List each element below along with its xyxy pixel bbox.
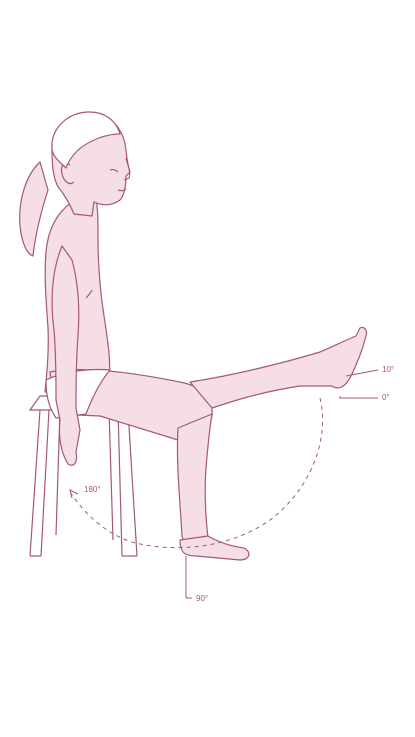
lower-leg-hanging — [176, 413, 213, 551]
seated-girl-figure — [19, 111, 368, 561]
arm — [51, 245, 81, 466]
stool-leg-right — [127, 409, 138, 557]
ten-degree-line — [345, 369, 379, 377]
stool-leg-front-left — [29, 409, 41, 557]
ponytail — [19, 161, 49, 257]
eye — [109, 169, 119, 173]
foot-on-floor — [179, 535, 250, 561]
chest-detail — [85, 289, 93, 299]
mouth — [117, 188, 127, 192]
angle-label-0: 0° — [382, 393, 390, 402]
measurement-lines — [69, 369, 379, 599]
zero-degree-line — [339, 396, 378, 399]
range-of-motion-arc — [69, 397, 324, 549]
hair — [51, 111, 121, 169]
angle-label-10: 10° — [382, 365, 394, 374]
angle-label-180: 180° — [84, 485, 101, 494]
nose — [123, 157, 131, 181]
arc-arrowhead — [69, 489, 79, 499]
angle-label-90: 90° — [196, 594, 208, 603]
extended-leg — [189, 326, 368, 409]
